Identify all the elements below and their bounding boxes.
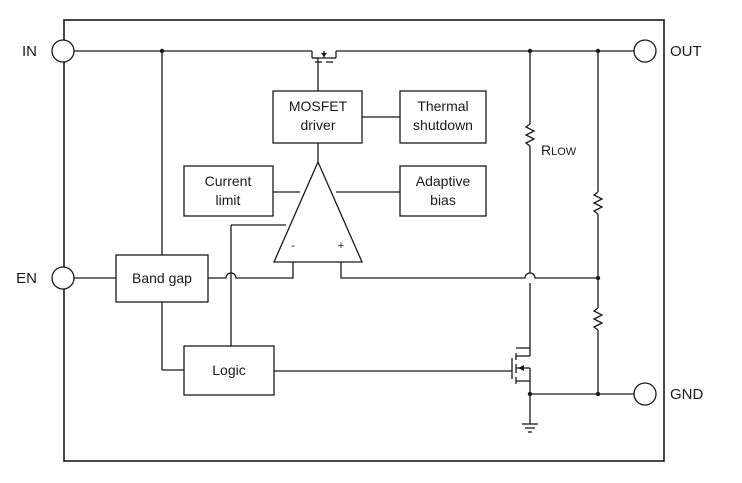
pin-gnd-terminal [633,382,657,406]
thermal-shutdown-label-line2: shutdown [413,117,473,133]
adaptive-bias-label-line1: Adaptive [416,173,471,189]
mosfet-driver-block: MOSFET driver [272,90,363,144]
current-limit-label-line1: Current [205,173,252,189]
thermal-shutdown-block: Thermal shutdown [399,90,487,144]
mosfet-driver-label-line1: MOSFET [289,98,348,114]
r-low-resistor-icon [524,123,536,147]
pin-out-label: OUT [670,43,702,60]
pin-in-terminal [51,39,75,63]
pin-in-label: IN [22,43,37,60]
junction-dots [159,48,601,397]
current-limit-block: Current limit [183,165,274,217]
pass-pmos-transistor-icon [311,51,337,63]
divider-upper-resistor-icon [592,191,604,215]
adaptive-bias-block: Adaptive bias [399,165,487,217]
pin-en-label: EN [16,270,37,287]
mosfet-driver-label-line2: driver [300,117,335,133]
current-limit-label-line2: limit [216,192,241,208]
ground-icon [522,423,538,433]
pin-out-terminal [633,39,657,63]
package-outline [63,19,665,462]
band-gap-block: Band gap [115,254,209,303]
pulldown-nmos-transistor-icon [515,347,531,389]
pin-gnd-label: GND [670,386,704,403]
r-low-label: RLOW [541,142,577,158]
logic-label: Logic [212,362,245,378]
band-gap-label: Band gap [132,270,192,286]
adaptive-bias-label-line2: bias [430,192,456,208]
amp-plus-label: + [338,240,344,252]
divider-lower-resistor-icon [592,307,604,331]
amp-minus-label: - [291,240,295,252]
error-amplifier-icon: - + [273,160,363,263]
thermal-shutdown-label-line1: Thermal [417,98,468,114]
r-low-subscript: LOW [551,146,577,158]
wiring [74,50,634,424]
r-low-main: R [541,142,551,158]
pin-en-terminal [51,266,75,290]
logic-block: Logic [183,345,275,396]
